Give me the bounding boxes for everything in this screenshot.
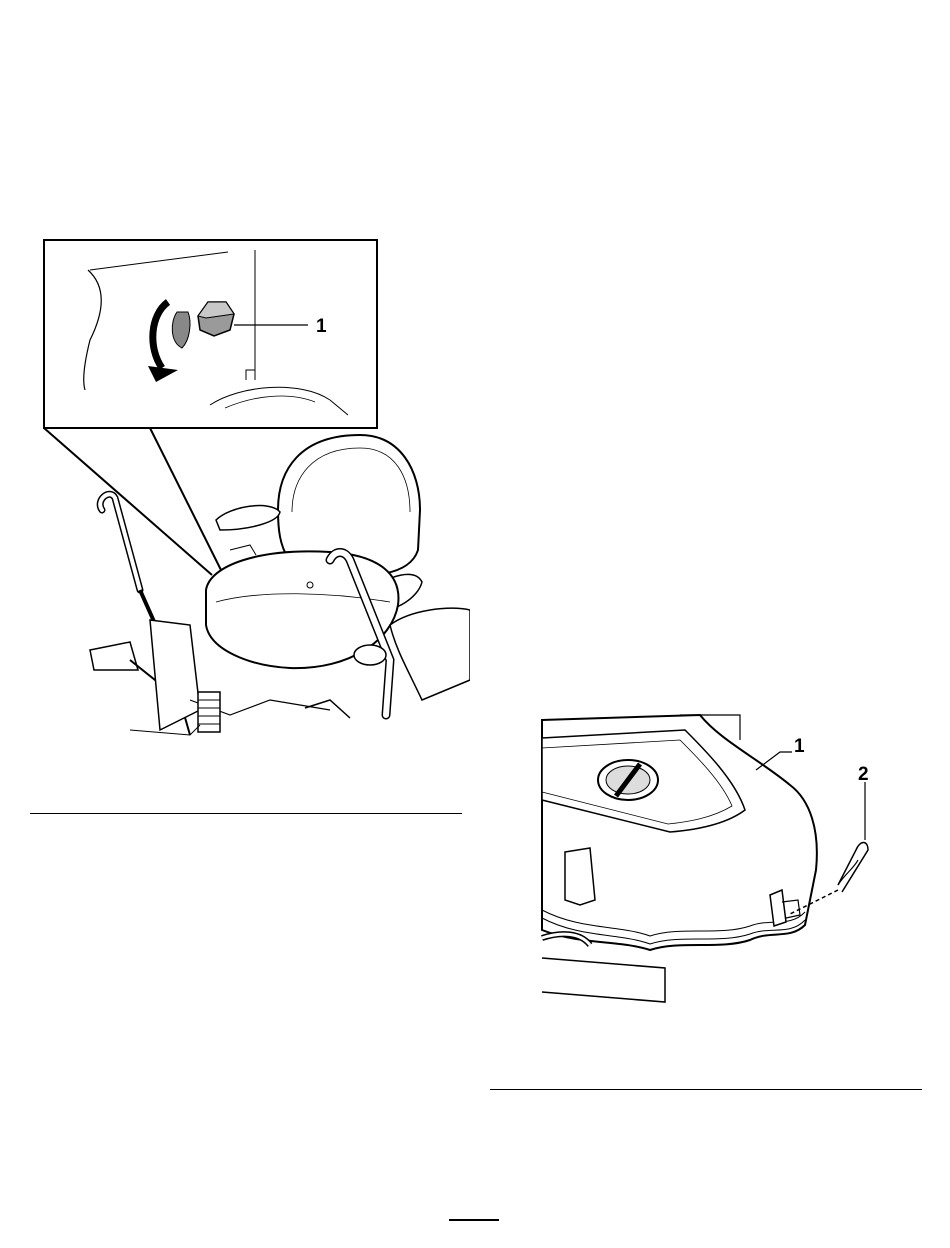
figure-divider-left — [30, 813, 462, 814]
figure-divider-right — [490, 1089, 922, 1090]
cover-removal-figure: 1 2 — [520, 700, 900, 1030]
footer-rule — [449, 1219, 499, 1221]
callout-label-1: 1 — [316, 316, 327, 337]
callout-label-2: 2 — [858, 764, 869, 785]
seat-illustration: 1 — [30, 230, 470, 750]
seat-adjustment-figure: 1 — [30, 230, 470, 750]
suspension-spring — [198, 692, 220, 732]
callout-label-1: 1 — [794, 736, 805, 757]
cover-illustration: 1 2 — [520, 700, 900, 1030]
